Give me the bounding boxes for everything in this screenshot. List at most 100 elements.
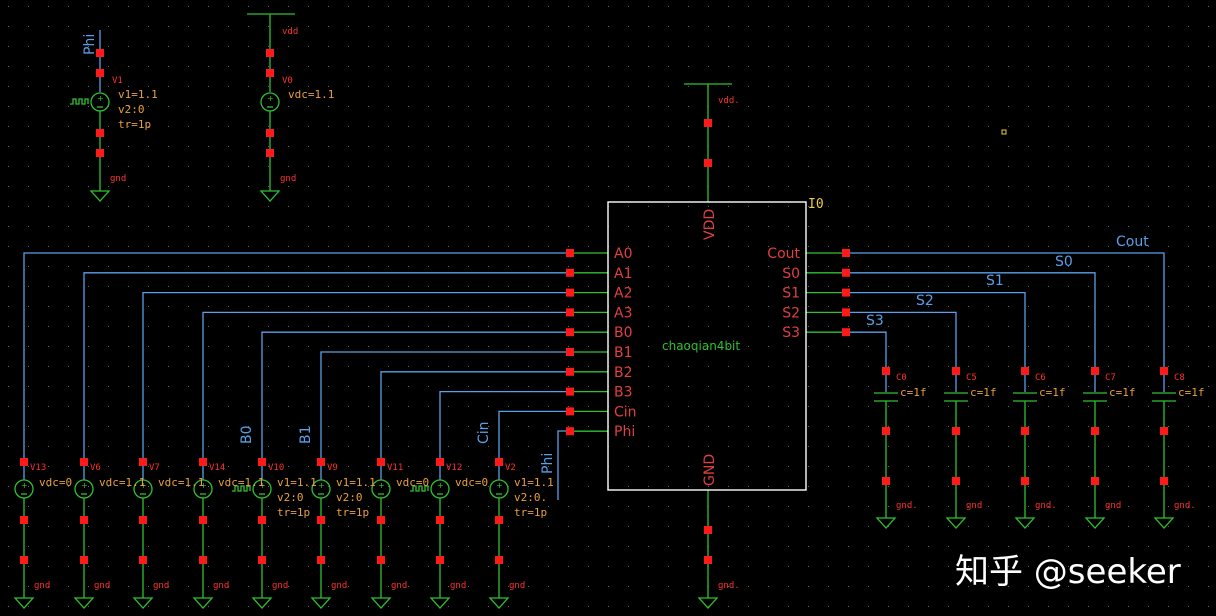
grid-dot	[868, 606, 869, 607]
grid-dot	[868, 526, 869, 527]
source-v10: +	[232, 479, 272, 499]
grid-dot	[68, 266, 69, 267]
grid-dot	[388, 546, 389, 547]
grid-dot	[168, 126, 169, 127]
grid-dot	[148, 26, 149, 27]
grid-dot	[308, 466, 309, 467]
grid-dot	[1048, 106, 1049, 107]
grid-dot	[588, 406, 589, 407]
grid-dot	[348, 206, 349, 207]
plus-sign: +	[97, 94, 104, 103]
grid-dot	[448, 566, 449, 567]
grid-dot	[448, 326, 449, 327]
grid-dot	[88, 306, 89, 307]
grid-dot	[228, 286, 229, 287]
grid-dot	[868, 346, 869, 347]
ground-label: gnd.	[896, 501, 918, 511]
grid-dot	[1128, 166, 1129, 167]
grid-dot	[1108, 586, 1109, 587]
grid-dot	[108, 526, 109, 527]
grid-dot	[848, 146, 849, 147]
grid-dot	[988, 406, 989, 407]
grid-dot	[1088, 6, 1089, 7]
grid-dot	[348, 486, 349, 487]
grid-dot	[508, 506, 509, 507]
grid-dot	[688, 326, 689, 327]
grid-dot	[1168, 206, 1169, 207]
grid-dot	[168, 446, 169, 447]
grid-dot	[508, 386, 509, 387]
grid-dot	[968, 546, 969, 547]
grid-dot	[768, 246, 769, 247]
grid-dot	[508, 226, 509, 227]
grid-dot	[48, 546, 49, 547]
grid-dot	[648, 466, 649, 467]
pin-marker	[199, 556, 207, 564]
grid-dot	[268, 326, 269, 327]
grid-dot	[168, 286, 169, 287]
grid-dot	[1108, 186, 1109, 187]
grid-dot	[308, 446, 309, 447]
grid-dot	[548, 386, 549, 387]
grid-dot	[248, 206, 249, 207]
pin-marker	[495, 458, 503, 466]
grid-dot	[1148, 166, 1149, 167]
grid-dot	[188, 166, 189, 167]
grid-dot	[928, 86, 929, 87]
grid-dot	[708, 26, 709, 27]
grid-dot	[828, 526, 829, 527]
grid-dot	[128, 466, 129, 467]
grid-dot	[1068, 246, 1069, 247]
ground-label: gnd	[331, 581, 347, 591]
grid-dot	[968, 286, 969, 287]
grid-dot	[408, 246, 409, 247]
grid-dot	[948, 606, 949, 607]
grid-dot	[528, 306, 529, 307]
grid-dot	[888, 506, 889, 507]
grid-dot	[408, 486, 409, 487]
grid-dot	[1128, 406, 1129, 407]
output-wire	[846, 252, 1165, 392]
grid-dot	[548, 286, 549, 287]
grid-dot	[828, 566, 829, 567]
grid-dot	[388, 306, 389, 307]
grid-dot	[1048, 46, 1049, 47]
grid-dot	[28, 366, 29, 367]
grid-dot	[388, 406, 389, 407]
grid-dot	[128, 86, 129, 87]
grid-dot	[188, 126, 189, 127]
grid-dot	[788, 226, 789, 227]
grid-dot	[508, 566, 509, 567]
grid-dot	[1088, 406, 1089, 407]
grid-dot	[188, 186, 189, 187]
grid-dot	[148, 46, 149, 47]
grid-dot	[628, 546, 629, 547]
grid-dot	[968, 186, 969, 187]
grid-dot	[1168, 146, 1169, 147]
grid-dot	[1168, 186, 1169, 187]
grid-dot	[368, 526, 369, 527]
cap-value: c=1f	[900, 386, 927, 399]
grid-dot	[28, 546, 29, 547]
grid-dot	[688, 406, 689, 407]
grid-dot	[668, 326, 669, 327]
grid-dot	[908, 266, 909, 267]
grid-dot	[428, 246, 429, 247]
grid-dot	[248, 406, 249, 407]
grid-dot	[868, 306, 869, 307]
grid-dot	[1068, 606, 1069, 607]
grid-dot	[1148, 566, 1149, 567]
grid-dot	[28, 6, 29, 7]
grid-dot	[428, 366, 429, 367]
grid-dot	[308, 606, 309, 607]
grid-dot	[1088, 266, 1089, 267]
grid-dot	[1148, 186, 1149, 187]
grid-dot	[1008, 26, 1009, 27]
grid-dot	[308, 66, 309, 67]
grid-dot	[148, 226, 149, 227]
grid-dot	[688, 586, 689, 587]
right-pin-s3: S3	[782, 325, 800, 341]
grid-dot	[1128, 46, 1129, 47]
grid-dot	[828, 426, 829, 427]
